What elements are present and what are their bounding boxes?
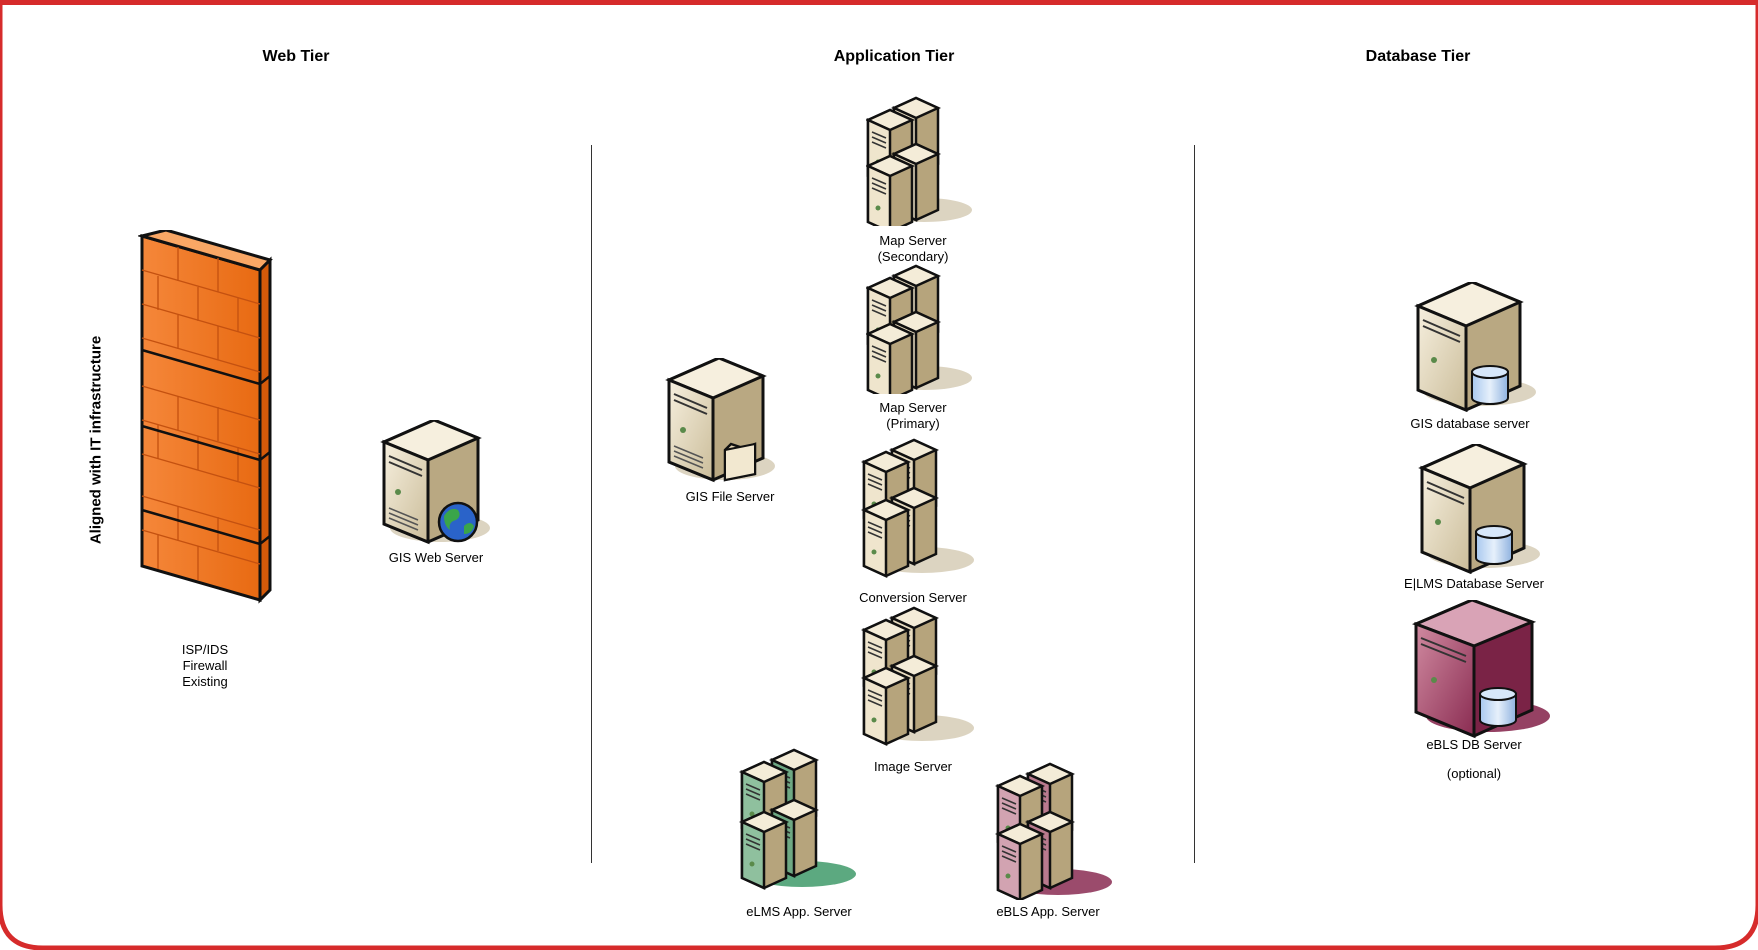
map-server-primary-label-line2: (Primary) <box>886 416 940 431</box>
map-server-primary-label-line1: Map Server <box>879 400 947 415</box>
conversion-server-icon <box>862 438 974 578</box>
map-server-primary-icon <box>866 264 972 394</box>
gis-web-server-icon <box>382 420 492 544</box>
ebls-db-optional-label: (optional) <box>1446 766 1502 781</box>
gis-file-server-label: GIS File Server <box>685 489 775 504</box>
gis-database-server-label: GIS database server <box>1410 416 1530 431</box>
firewall-label: ISP/IDS Firewall Existing <box>182 642 228 690</box>
map-server-secondary-label-line1: Map Server <box>879 233 947 248</box>
firewall-label-line1: ISP/IDS <box>181 642 229 657</box>
elms-database-server-icon <box>1418 444 1540 574</box>
firewall-icon <box>138 230 273 604</box>
elms-database-server-label: E|LMS Database Server <box>1404 576 1544 591</box>
map-server-primary-label: Map Server (Primary) <box>879 400 946 432</box>
side-label: Aligned with IT infrastructure <box>87 335 105 545</box>
gis-database-server-icon <box>1414 282 1536 412</box>
elms-app-server-label: eLMS App. Server <box>746 904 852 919</box>
divider-app-db <box>1194 145 1195 863</box>
application-tier-title: Application Tier <box>833 48 955 65</box>
divider-web-app <box>591 145 592 863</box>
firewall-label-line2: Firewall <box>182 658 228 673</box>
map-server-secondary-icon <box>866 96 972 226</box>
image-server-label: Image Server <box>873 759 953 774</box>
gis-file-server-icon <box>667 358 777 482</box>
ebls-db-server-label: eBLS DB Server <box>1426 737 1522 752</box>
ebls-app-server-icon <box>996 762 1112 900</box>
firewall-label-line3: Existing <box>182 674 228 689</box>
elms-app-server-icon <box>740 748 856 890</box>
map-server-secondary-label: Map Server (Secondary) <box>878 233 949 265</box>
ebls-app-server-label: eBLS App. Server <box>996 904 1100 919</box>
map-server-secondary-label-line2: (Secondary) <box>877 249 949 264</box>
image-server-icon <box>862 606 974 746</box>
database-tier-title: Database Tier <box>1365 48 1471 65</box>
ebls-db-server-icon <box>1411 600 1550 739</box>
web-tier-title: Web Tier <box>262 48 330 65</box>
gis-web-server-label: GIS Web Server <box>388 550 484 565</box>
conversion-server-label: Conversion Server <box>859 590 967 605</box>
